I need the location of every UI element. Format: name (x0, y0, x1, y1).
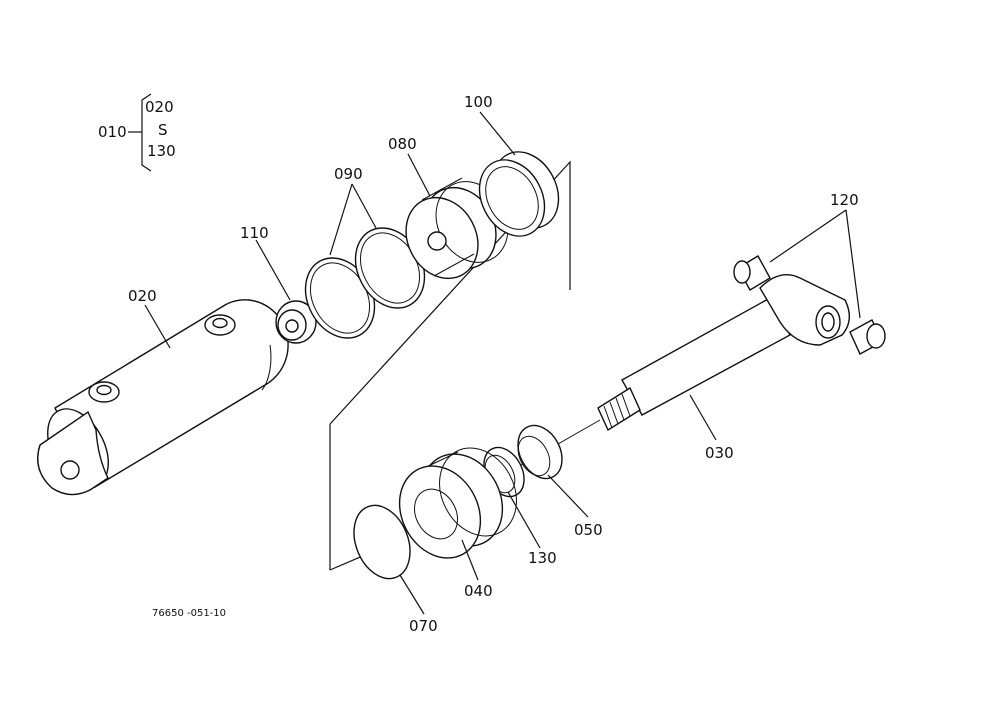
cylinder-tube (37, 299, 289, 496)
rod-eye-bushing-pair (733, 255, 886, 355)
assembly-range-end: 130 (147, 142, 176, 160)
piston-rod (597, 274, 850, 432)
part-labels: 100 080 090 110 020 120 030 050 130 040 … (128, 93, 859, 635)
cylinder-head (398, 447, 517, 559)
part-label-040: 040 (464, 582, 493, 600)
part-label-080: 080 (388, 135, 417, 153)
part-label-090: 090 (334, 165, 363, 183)
bushing (478, 151, 560, 237)
assembly-range-start: 020 (145, 98, 174, 116)
rod-seal (517, 424, 563, 480)
part-label-050: 050 (574, 521, 603, 539)
assembly-bracket: 010 020 S 130 (98, 93, 176, 172)
part-label-100: 100 (464, 93, 493, 111)
assembly-range-sep: S (158, 121, 168, 139)
o-ring-pair (304, 227, 426, 339)
assembly-label: 010 (98, 123, 127, 141)
part-label-030: 030 (705, 444, 734, 462)
part-label-070: 070 (409, 617, 438, 635)
part-label-110: 110 (240, 224, 269, 242)
nut (275, 300, 317, 344)
piston (405, 177, 509, 280)
part-label-120: 120 (830, 191, 859, 209)
head-o-ring (353, 504, 411, 580)
part-label-020: 020 (128, 287, 157, 305)
drawing-code: 76650 -051-10 (152, 608, 226, 619)
leader-lines (144, 111, 861, 615)
part-label-130: 130 (528, 549, 557, 567)
